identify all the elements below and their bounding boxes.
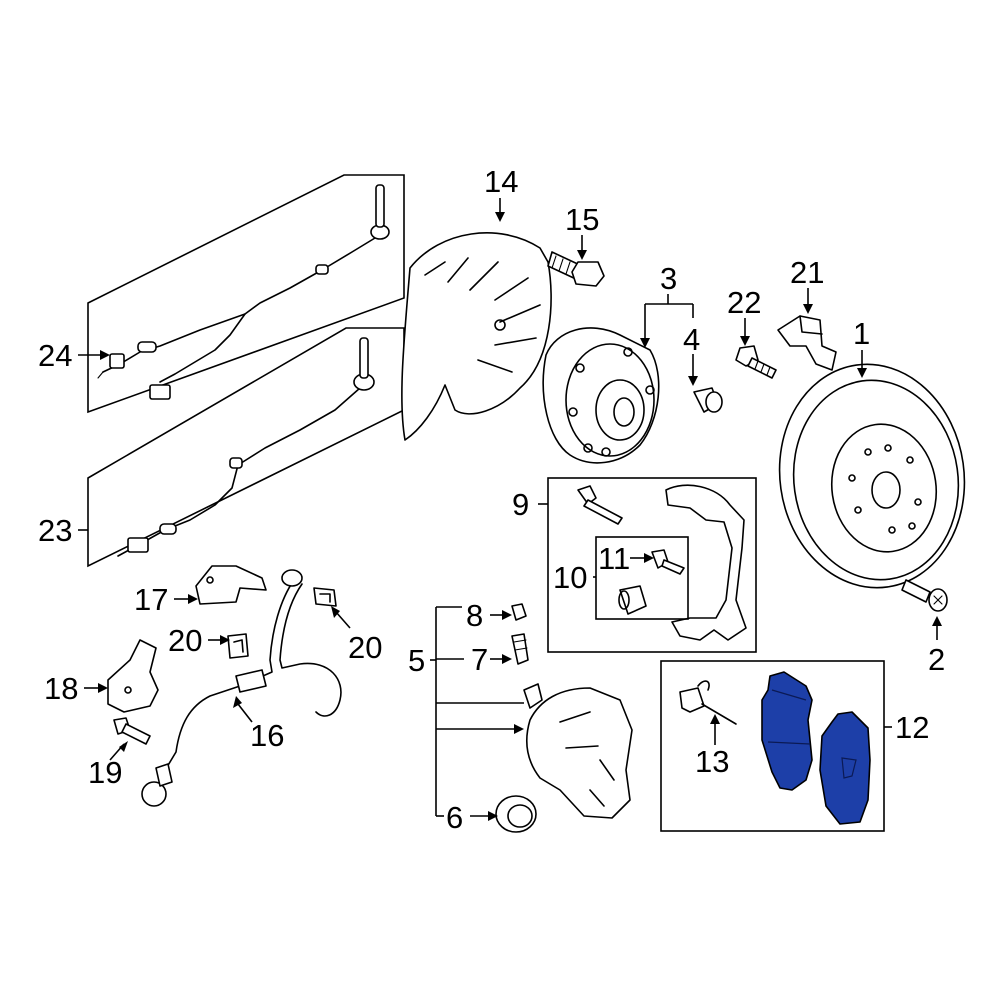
callout-17: 17: [134, 582, 168, 617]
callout-1: 1: [853, 316, 870, 351]
abs-sensor-harness-24[interactable]: [87, 174, 405, 414]
wear-sensor-13[interactable]: [679, 680, 737, 725]
callout-14: 14: [484, 164, 518, 199]
callout-9: 9: [512, 487, 529, 522]
callout-15: 15: [565, 202, 599, 237]
bleeder-screw-7[interactable]: [511, 633, 529, 665]
callout-5: 5: [408, 643, 425, 678]
bolt-15[interactable]: [547, 251, 605, 287]
callout-10: 10: [553, 560, 587, 595]
brake-pads-12[interactable]: [660, 660, 885, 832]
callout-labels: 1 2 3 4 5 6 7 8 9 10 11 12 13 14 15 16 1…: [38, 164, 945, 835]
callout-2: 2: [928, 642, 945, 677]
hose-clip-20b[interactable]: [313, 587, 337, 607]
dust-shield-14[interactable]: [401, 232, 552, 441]
callout-7: 7: [471, 642, 488, 677]
brake-rotor-1[interactable]: [765, 352, 978, 599]
callout-18: 18: [44, 671, 78, 706]
leader-lines: [78, 198, 938, 817]
piston-seal-6[interactable]: [495, 795, 537, 833]
callout-23: 23: [38, 513, 72, 548]
callout-20a: 20: [168, 623, 202, 658]
arrowheads: [98, 212, 942, 821]
abs-sensor-harness-23[interactable]: [87, 327, 405, 568]
hose-clip-20a[interactable]: [227, 633, 249, 659]
callout-13: 13: [695, 744, 729, 779]
callout-21: 21: [790, 255, 824, 290]
bolt-19[interactable]: [113, 717, 151, 745]
wheel-hub-3[interactable]: [542, 327, 660, 464]
rotor-screw-2[interactable]: [901, 579, 948, 612]
guide-pin-kit-10[interactable]: [595, 536, 689, 620]
callout-4: 4: [683, 322, 700, 357]
brake-caliper-5[interactable]: [523, 683, 633, 819]
sensor-bracket-21[interactable]: [777, 315, 837, 371]
bleeder-cap-8[interactable]: [511, 603, 527, 621]
caliper-bracket-9[interactable]: [547, 477, 757, 653]
callout-11: 11: [598, 541, 630, 576]
callout-8: 8: [466, 598, 483, 633]
callout-6: 6: [446, 800, 463, 835]
bracket-18[interactable]: [107, 639, 159, 713]
hose-bracket-17[interactable]: [195, 565, 267, 605]
callout-12: 12: [895, 710, 929, 745]
callout-19: 19: [88, 755, 122, 790]
callout-22: 22: [727, 285, 761, 320]
callout-20b: 20: [348, 630, 382, 665]
callout-3: 3: [660, 261, 677, 296]
callout-24: 24: [38, 338, 72, 373]
callout-16: 16: [250, 718, 284, 753]
hub-bolt-4[interactable]: [693, 387, 723, 413]
bolt-22[interactable]: [735, 345, 777, 379]
brake-hose-16[interactable]: [141, 569, 342, 807]
